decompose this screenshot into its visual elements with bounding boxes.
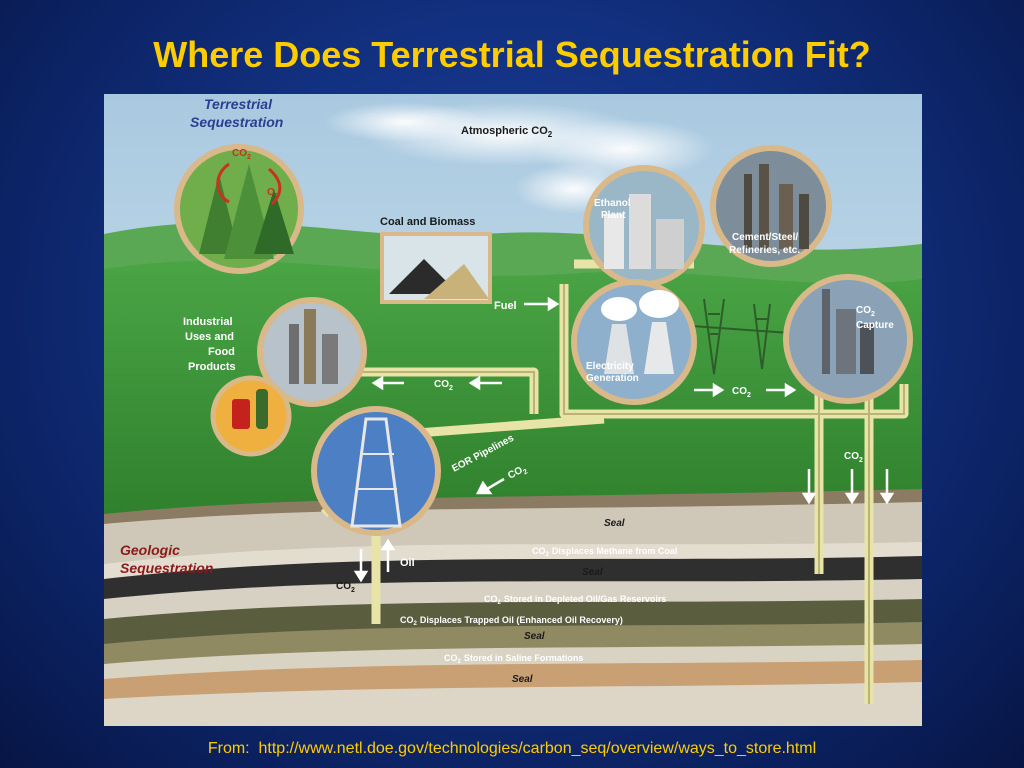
ethanol-plant-photo xyxy=(583,165,705,287)
source-prefix: From: xyxy=(207,740,250,757)
fuel-label: Fuel xyxy=(494,300,517,312)
industrial-line4: Products xyxy=(188,361,236,373)
co2-down-sub: 2 xyxy=(859,457,863,464)
pipe-left-co2: CO xyxy=(434,379,449,390)
industrial-line2: Uses and xyxy=(185,331,234,343)
cycle-o2-sub: 2 xyxy=(275,193,279,200)
source-url[interactable]: http://www.netl.doe.gov/technologies/car… xyxy=(258,740,817,757)
electricity-line2: Generation xyxy=(586,373,639,384)
seal-label-2: Seal xyxy=(582,567,603,578)
pipe-right-sub: 2 xyxy=(747,392,751,399)
enhanced-oil-label: Displaces Trapped Oil (Enhanced Oil Reco… xyxy=(420,615,623,625)
electricity-line1: Electricity xyxy=(586,361,634,372)
seal-label-3: Seal xyxy=(524,631,545,642)
cement-steel-photo xyxy=(710,145,832,267)
svg-text:CO2: CO2 xyxy=(232,148,251,161)
svg-text:CO2: CO2 xyxy=(732,386,751,399)
slide-title: Where Does Terrestrial Sequestration Fit… xyxy=(153,34,871,75)
electricity-generation-photo xyxy=(571,279,697,405)
seal-label-4: Seal xyxy=(512,674,533,685)
ethanol-plant-line1: Ethanol xyxy=(594,198,631,209)
well-co2-sub: 2 xyxy=(351,587,355,594)
atmospheric-co2-sub: 2 xyxy=(548,130,553,139)
co2-down-label: CO xyxy=(844,451,859,462)
svg-text:CO2: CO2 xyxy=(856,305,875,318)
eor-text-co2: CO xyxy=(400,615,414,625)
methane-co2: CO xyxy=(532,546,546,556)
forest-photo xyxy=(174,144,304,274)
cement-line1: Cement/Steel/ xyxy=(732,232,798,243)
pipe-right-co2: CO xyxy=(732,386,747,397)
terrestrial-heading-line2: Sequestration xyxy=(190,114,283,130)
depleted-co2: CO xyxy=(484,594,498,604)
methane-co2-sub: 2 xyxy=(546,552,550,558)
food-products-photo xyxy=(210,375,292,457)
saline-co2-sub: 2 xyxy=(458,659,462,665)
sequestration-diagram: Terrestrial Sequestration CO2 O2 Atmosph… xyxy=(104,94,922,726)
svg-text:Atmospheric CO2: Atmospheric CO2 xyxy=(461,125,553,139)
cement-line2: Refineries, etc. xyxy=(729,245,800,256)
cycle-co2-sub: 2 xyxy=(247,154,251,161)
seal-label-1: Seal xyxy=(604,518,625,529)
smoke-cloud xyxy=(324,102,714,214)
svg-text:CO2: CO2 xyxy=(336,581,355,594)
coal-biomass-photo xyxy=(380,232,492,304)
geologic-heading-line2: Sequestration xyxy=(120,560,213,576)
saline-label: Stored in Saline Formations xyxy=(464,653,584,663)
depleted-reservoirs-label: Stored in Depleted Oil/Gas Reservoirs xyxy=(504,594,667,604)
flow-arrows xyxy=(353,296,895,583)
cycle-co2-label: CO xyxy=(232,148,247,159)
saline-co2: CO xyxy=(444,653,458,663)
oil-rig-photo xyxy=(311,406,441,536)
industrial-line1: Industrial xyxy=(183,316,233,328)
geologic-strata xyxy=(104,489,922,726)
co2-capture-photo xyxy=(783,274,913,404)
atmospheric-co2-label: Atmospheric CO xyxy=(461,125,548,137)
eor-co2-sub: 2 xyxy=(522,468,529,476)
co2-capture-co2: CO xyxy=(856,305,871,316)
depleted-co2-sub: 2 xyxy=(498,600,502,606)
industrial-line3: Food xyxy=(208,346,235,358)
co2-cycle-arrow xyxy=(216,162,230,204)
well-co2-label: CO xyxy=(336,581,351,592)
svg-text:O2: O2 xyxy=(267,187,279,200)
svg-text:CO2: CO2 xyxy=(844,451,863,464)
co2-capture-line2: Capture xyxy=(856,320,894,331)
co2-capture-sub: 2 xyxy=(871,311,875,318)
geologic-heading-line1: Geologic xyxy=(120,542,180,558)
eor-text-co2-sub: 2 xyxy=(414,621,418,627)
industrial-uses-photo xyxy=(257,297,367,407)
pipe-left-sub: 2 xyxy=(449,385,453,392)
svg-text:CO2: CO2 xyxy=(434,379,453,392)
cycle-o2-label: O xyxy=(267,187,275,198)
source-citation: From: http://www.netl.doe.gov/technologi… xyxy=(0,740,1024,758)
o2-cycle-arrow xyxy=(267,167,282,206)
coal-biomass-label: Coal and Biomass xyxy=(380,216,475,228)
methane-coal-label: Displaces Methane from Coal xyxy=(552,546,678,556)
terrestrial-heading-line1: Terrestrial xyxy=(204,96,273,112)
ethanol-plant-line2: Plant xyxy=(601,210,626,221)
oil-label: Oil xyxy=(400,557,415,569)
